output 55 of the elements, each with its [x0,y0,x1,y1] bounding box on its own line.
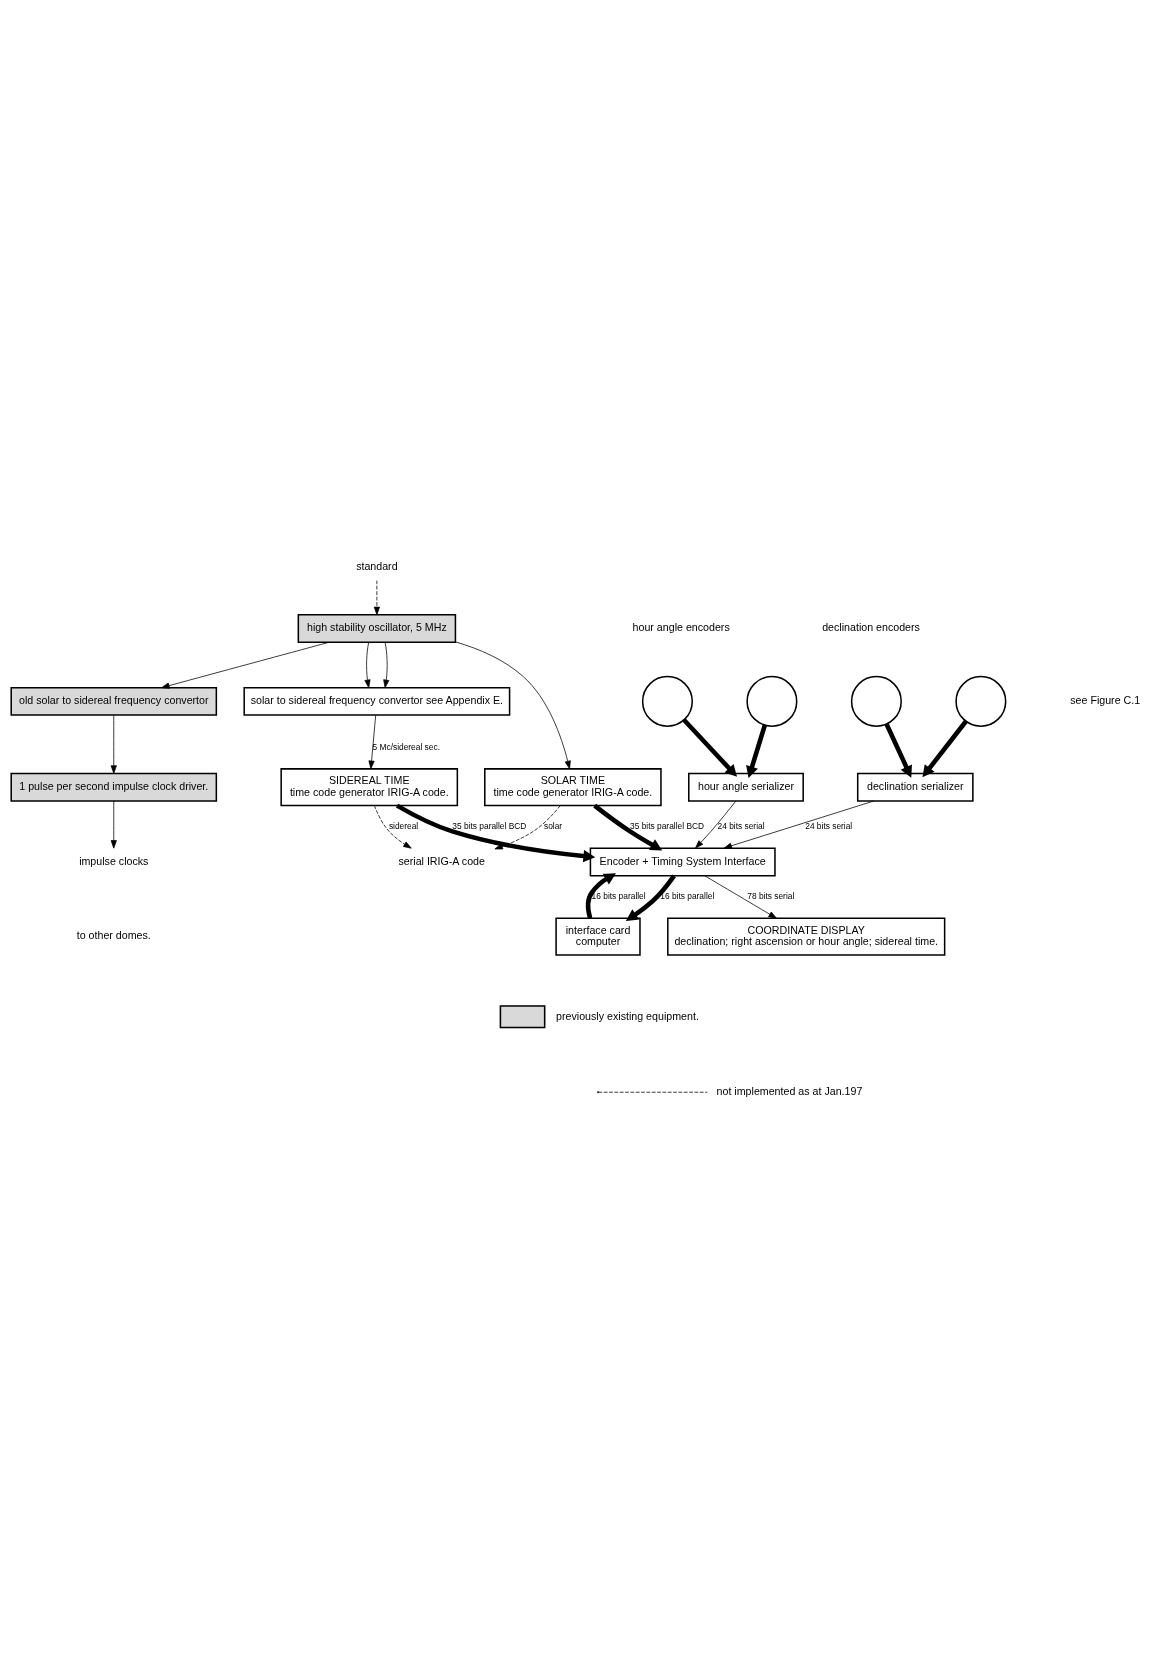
edge-label: 16 bits parallel [660,891,715,902]
arrow [625,874,676,921]
node-box: interface card computer [555,917,641,956]
node-box: Encoder + Timing System Interface [589,847,776,877]
legend-label: not implemented as at Jan.197 [716,1085,863,1098]
node-box: declination serializer [856,772,974,802]
edge-label: 16 bits parallel [591,891,646,902]
node-text: serial IRIG-A code [398,854,485,867]
arrow [746,724,767,779]
arrow [593,803,663,851]
arrow [922,719,968,778]
node-text: impulse clocks [79,854,149,867]
node-box: old solar to sidereal frequency convertor [10,686,218,716]
arrow [364,642,371,688]
arrow [494,805,561,850]
edge-label: sidereal [388,820,419,831]
node-circle [746,675,798,727]
arrow [161,641,330,689]
edge-label: 35 bits parallel BCD [630,820,705,831]
edge-label: solar [543,820,563,831]
arrow [395,803,596,863]
arrow [110,800,117,849]
edge-label: 5 Mc/sidereal sec. [372,741,440,752]
label: declination encoders [822,621,920,634]
arrow [455,641,571,770]
edge-label: 78 bits serial [747,891,795,902]
edge-label: 24 bits serial [805,820,853,831]
arrow [373,580,380,616]
node-box: SIDEREAL TIME time code generator IRIG-A code. [280,768,459,807]
label: to other domes. [76,929,151,942]
arrow [884,723,912,778]
node-circle [850,675,902,727]
arrow [368,714,377,769]
label: hour angle encoders [632,621,730,634]
node-box: hour angle serializer [688,772,804,802]
arrow [695,800,737,849]
node-text: standard [356,559,398,572]
node-box: SOLAR TIME time code generator IRIG-A code. [484,768,662,807]
arrow [723,800,875,849]
arrow [682,718,738,777]
arrow [704,875,777,919]
node-box: solar to sidereal frequency convertor see Appendix E. [243,686,511,716]
arrow [585,873,616,919]
label: see Figure C.1 [1070,694,1141,707]
arrow [110,714,117,774]
arrow [374,805,412,849]
edge-label: 35 bits parallel BCD [452,820,527,831]
node-circle [955,675,1007,727]
node-box: high stability oscillator, 5 MHz [297,614,457,644]
edge-label: 24 bits serial [717,820,765,831]
legend-label: previously existing equipment. [556,1009,699,1022]
node-box: 1 pulse per second impulse clock driver. [10,772,218,802]
node-box: COORDINATE DISPLAY declination; right ascension or hour angle; sidereal time. [667,917,946,956]
arrow [383,642,390,688]
node-circle [641,675,693,727]
